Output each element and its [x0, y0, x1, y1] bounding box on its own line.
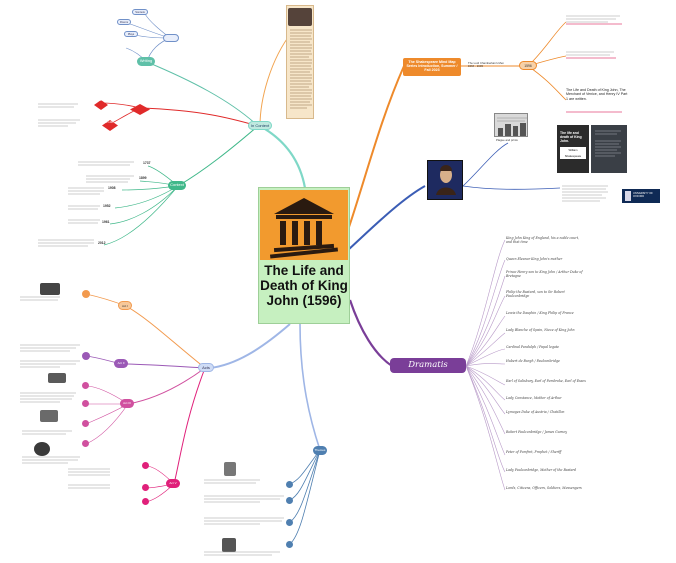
act-1[interactable]: Act I [118, 301, 132, 310]
branch-themes[interactable]: Themes [313, 446, 327, 455]
context-year-1899: 1899 [139, 176, 147, 180]
red-diamond-node[interactable] [130, 102, 150, 115]
dramatis-item-15: Lords, Citizens, Officers, Soldiers, Mes… [506, 486, 582, 490]
act-5[interactable]: Act V [166, 479, 180, 488]
death-year-1[interactable] [94, 97, 108, 110]
act-3-dot-3[interactable] [82, 420, 89, 427]
dramatis-item-6: Lady Blanche of Spain, Niece of King Joh… [506, 328, 575, 332]
theme-dot-2[interactable] [286, 497, 293, 504]
context-year-1952: 1952 [103, 204, 111, 208]
theme-dot-3[interactable] [286, 519, 293, 526]
plague-label: Plague and prints [496, 138, 518, 142]
act-1-dot[interactable] [82, 290, 90, 298]
branch-dramatis-personae[interactable]: Dramatis Personae [390, 358, 466, 385]
context-year-1737: 1737 [143, 161, 151, 165]
book-cover-1[interactable]: The life and death of King John. William… [557, 125, 589, 173]
central-topic[interactable]: The Life and Death of King John (1596) [258, 187, 350, 324]
theme-image-1[interactable] [224, 462, 236, 476]
dramatis-item-5: Lewis the Dauphin / King Philip of Franc… [506, 311, 574, 315]
lord-chamberlains-men: The Lord Chamberlain's Men 1594 - 1603 [468, 61, 504, 69]
year-1596-node[interactable]: 1596 [519, 61, 537, 70]
portrait-image [288, 8, 312, 26]
dramatis-item-11: Lymoges Duke of Austria / Chatillon [506, 410, 565, 414]
branch-acts[interactable]: Acts [198, 363, 214, 372]
book-cover-2[interactable] [591, 125, 627, 173]
death-year-2[interactable] [102, 118, 118, 131]
introduction-notes [562, 185, 608, 202]
oxford-logo[interactable]: UNIVERSITY OF OXFORD [622, 189, 660, 203]
book-cover-title: The life and death of King John. [560, 131, 582, 143]
act-3-dot-2[interactable] [82, 400, 89, 407]
context-year-2012: 2012 [98, 241, 106, 245]
branch-writing[interactable]: Writing [137, 57, 155, 66]
plague-print-image[interactable] [494, 113, 528, 137]
theme-dot-1[interactable] [286, 481, 293, 488]
act-2-image[interactable] [48, 373, 66, 383]
act-3-dot-4[interactable] [82, 440, 89, 447]
context-year-1961: 1961 [102, 220, 110, 224]
dramatis-item-14: Lady Faulconbridge, Mother of the Bastar… [506, 468, 577, 472]
dramatis-item-10: Lady Constance, Mother of Arthur [506, 396, 562, 400]
greek-temple-icon [260, 190, 348, 260]
dramatis-item-12: Robert Faulconbridge / James Gurney [506, 430, 568, 434]
act-3-image-2[interactable] [34, 442, 50, 456]
acts-notes-lines [20, 296, 110, 489]
note-text-lines [290, 29, 312, 109]
dramatis-item-2: Queen Eleanor King John's mother [506, 257, 563, 261]
oxford-label: UNIVERSITY OF OXFORD [633, 192, 653, 199]
year-notes-lines [566, 15, 622, 113]
act-5-dot-1[interactable] [142, 462, 149, 469]
themes-notes-lines [204, 479, 284, 556]
dramatis-item-3: Prince Henry son to King John / Arthur D… [506, 270, 583, 278]
death-year-1-label: 1942 [98, 99, 104, 102]
writing-item-plays[interactable]: Plays [124, 31, 138, 37]
act-3[interactable]: Act III [120, 399, 134, 408]
dramatis-item-7: Cardinal Pandulph / Papal legate [506, 345, 560, 349]
book-cover-author: William Shakespeare [560, 147, 586, 159]
act-3-dot-1[interactable] [82, 382, 89, 389]
branch-in-context[interactable]: In Context [248, 121, 272, 130]
theme-dot-4[interactable] [286, 541, 293, 548]
act-5-dot-3[interactable] [142, 498, 149, 505]
portrait-note-card[interactable] [286, 5, 314, 119]
dramatis-item-1: King John King of England, his a noble c… [506, 236, 580, 244]
introduction-label: Introduction [436, 200, 454, 204]
dramatis-item-13: Peter of Pomfret, Prophet / Sheriff [506, 450, 562, 454]
act-1-image[interactable] [40, 283, 60, 295]
dramatis-item-9: Earl of Salisbury, Earl of Pembroke, Ear… [506, 379, 586, 383]
introduction-portrait[interactable]: Introduction [427, 160, 463, 204]
central-title: The Life and Death of King John (1596) [260, 263, 348, 308]
writing-item-poems[interactable]: Poems [117, 19, 131, 25]
dramatis-item-8: Hubert de Burgh / Faulconbridge [506, 359, 560, 363]
plays-written-note: The Life and Death of King John, The Mer… [566, 88, 628, 101]
dramatis-item-4: Philip the Bastard, son to Sir Robert Fa… [506, 290, 565, 298]
death-year-2-label: c.1400 [106, 121, 114, 124]
context-notes-lines [38, 103, 134, 247]
branch-context[interactable]: Context [168, 181, 186, 190]
act-5-dot-2[interactable] [142, 484, 149, 491]
writing-item-sonnets[interactable]: Sonnets [132, 9, 148, 15]
writing-node[interactable] [163, 34, 179, 42]
act-3-image-1[interactable] [40, 410, 58, 422]
mindmap-series-card[interactable]: The Shakespeare Mind Map Series Introduc… [403, 58, 461, 76]
act-2-dot[interactable] [82, 352, 90, 360]
context-year-1908: 1908 [108, 186, 116, 190]
theme-image-2[interactable] [222, 538, 236, 552]
act-2[interactable]: Act II [114, 359, 128, 368]
